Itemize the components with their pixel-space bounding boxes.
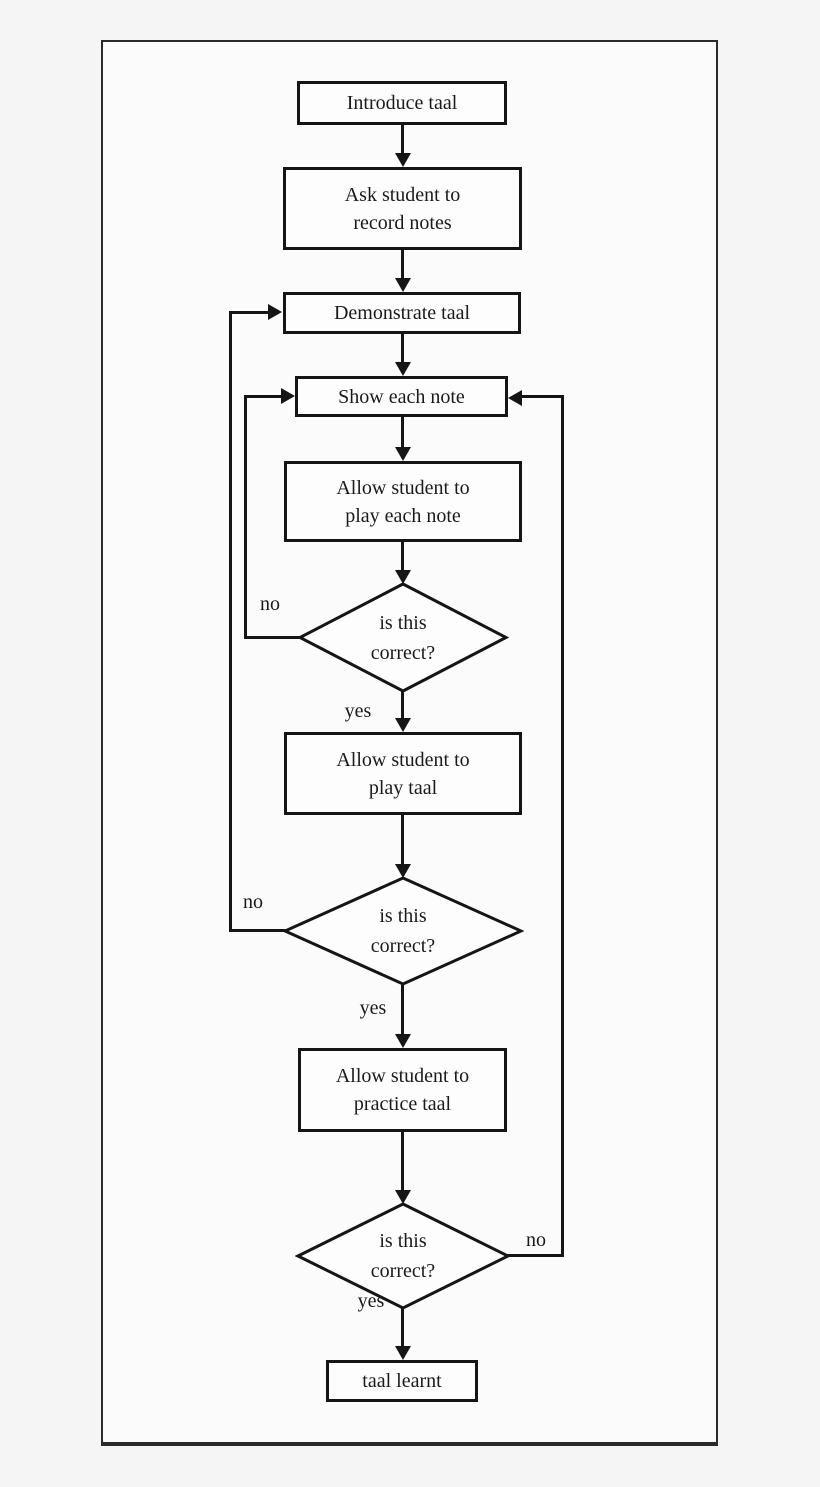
arrow-show-to-play-each-head <box>395 447 411 461</box>
node-label-line1: Allow student to <box>336 476 470 499</box>
loop-no2-vertical <box>229 311 232 932</box>
loop-no2-horizontal-bottom <box>230 929 288 932</box>
decision-label-line2: correct? <box>370 935 436 957</box>
loop-no3-horizontal-top <box>521 395 562 398</box>
node-show-each-note: Show each note <box>295 376 508 417</box>
loop-no1-head <box>281 388 295 404</box>
arrow-practice-to-decision-head <box>395 1190 411 1204</box>
decision-practice-correct-diamond <box>295 1202 511 1310</box>
arrow-decision-to-learnt-head <box>395 1346 411 1360</box>
arrow-decision-to-practice-stem <box>401 985 404 1035</box>
node-demonstrate-taal: Demonstrate taal <box>283 292 521 334</box>
node-ask-record-notes: Ask student to record notes <box>283 167 522 250</box>
node-label-line2: record notes <box>353 211 452 234</box>
loop-no2-head <box>268 304 282 320</box>
arrow-decision-to-play-taal-head <box>395 718 411 732</box>
arrow-practice-to-decision-stem <box>401 1132 404 1191</box>
arrow-decision-to-play-taal-stem <box>401 691 404 719</box>
node-label-line2: play taal <box>368 776 438 799</box>
node-play-each-note: Allow student to play each note <box>284 461 522 542</box>
arrow-show-to-play-each-stem <box>401 417 404 448</box>
loop-no1-horizontal-bottom <box>245 636 304 639</box>
node-label-line1: Ask student to <box>344 183 461 206</box>
arrow-ask-to-demonstrate-stem <box>401 250 404 279</box>
node-label: Show each note <box>338 385 465 408</box>
arrow-ask-to-demonstrate-head <box>395 278 411 292</box>
label-yes-decision-practice: yes <box>357 1290 385 1312</box>
label-no-decision-note: no <box>260 593 280 615</box>
decision-note-correct-text: is this correct? <box>303 608 503 668</box>
decision-label-line1: is this <box>379 612 427 634</box>
arrow-introduce-to-ask-stem <box>401 125 404 155</box>
loop-no1-vertical <box>244 395 247 639</box>
loop-no3-head <box>508 390 522 406</box>
loop-no3-vertical <box>561 395 564 1257</box>
arrow-decision-to-practice-head <box>395 1034 411 1048</box>
node-introduce-taal: Introduce taal <box>297 81 507 125</box>
node-label: Introduce taal <box>346 92 458 114</box>
node-label-line2: practice taal <box>353 1093 452 1115</box>
arrow-decision-to-learnt-stem <box>401 1308 404 1347</box>
arrow-demonstrate-to-show-head <box>395 362 411 376</box>
node-practice-taal: Allow student to practice taal <box>298 1048 507 1132</box>
decision-taal-correct-text: is this correct? <box>303 901 503 961</box>
decision-label-line2: correct? <box>370 642 436 664</box>
loop-no1-horizontal-top <box>245 395 283 398</box>
loop-no3-horizontal-bottom <box>505 1254 564 1257</box>
node-label-line2: play each note <box>345 504 461 527</box>
decision-label-line2: correct? <box>370 1260 436 1282</box>
label-no-decision-taal: no <box>243 891 263 913</box>
arrow-play-each-to-decision-head <box>395 570 411 584</box>
decision-practice-correct-text: is this correct? <box>303 1226 503 1286</box>
label-yes-decision-note: yes <box>344 700 372 722</box>
node-label-line1: Allow student to <box>336 748 470 771</box>
node-label: Demonstrate taal <box>333 302 471 324</box>
label-no-decision-practice: no <box>526 1229 546 1251</box>
decision-note-correct-diamond <box>297 582 509 693</box>
arrow-demonstrate-to-show-stem <box>401 334 404 363</box>
arrow-play-each-to-decision-stem <box>401 542 404 571</box>
arrow-play-taal-to-decision-stem <box>401 815 404 865</box>
node-label-line1: Allow student to <box>335 1065 470 1087</box>
loop-no2-horizontal-top <box>230 311 270 314</box>
node-taal-learnt: taal learnt <box>326 1360 478 1402</box>
label-yes-decision-taal: yes <box>359 997 387 1019</box>
arrow-introduce-to-ask-head <box>395 153 411 167</box>
arrow-play-taal-to-decision-head <box>395 864 411 878</box>
decision-label-line1: is this <box>379 905 427 927</box>
decision-label-line1: is this <box>379 1230 427 1252</box>
decision-taal-correct-diamond <box>282 876 524 986</box>
node-play-taal: Allow student to play taal <box>284 732 522 815</box>
node-label: taal learnt <box>362 1370 442 1392</box>
